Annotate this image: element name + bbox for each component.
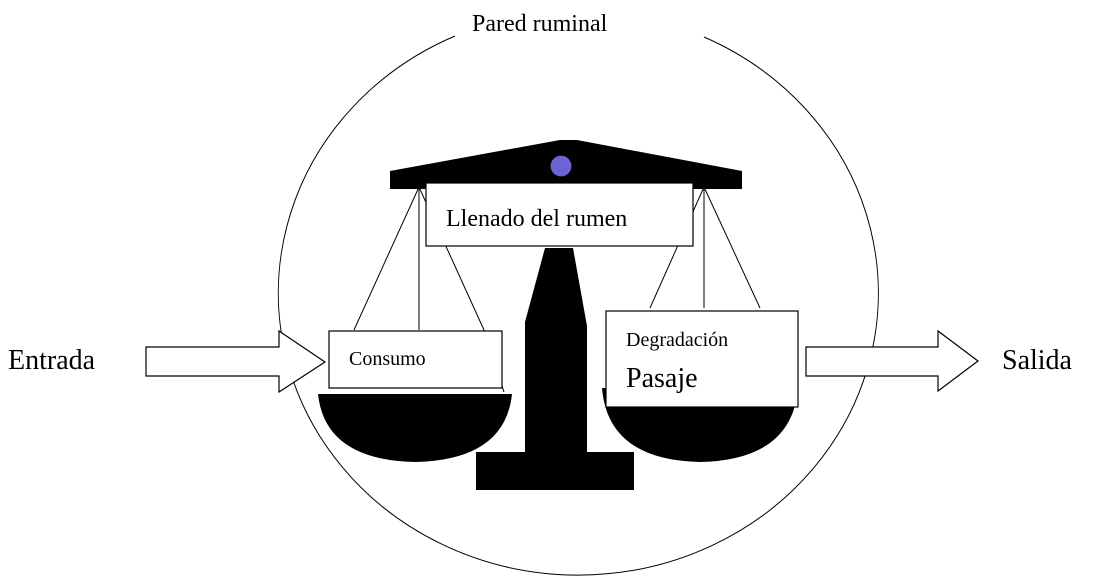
intake-box	[328, 330, 503, 389]
degradation-label: Degradación	[626, 329, 728, 351]
passage-label: Pasaje	[626, 363, 698, 394]
entry-label: Entrada	[8, 345, 96, 376]
exit-arrow	[805, 329, 979, 393]
scale-pivot	[549, 154, 573, 178]
scale-column	[476, 248, 634, 490]
intake-label: Consumo	[349, 348, 426, 370]
fill-box	[425, 182, 694, 247]
right-pan-strings	[649, 186, 761, 309]
outflow-box	[605, 310, 799, 408]
left-pan	[318, 394, 512, 462]
fill-label: Llenado del rumen	[446, 206, 627, 232]
wall-label: Pared ruminal	[472, 11, 608, 37]
exit-label: Salida	[1002, 345, 1073, 376]
entry-arrow	[145, 329, 327, 394]
rumen-wall-circle	[277, 35, 879, 576]
